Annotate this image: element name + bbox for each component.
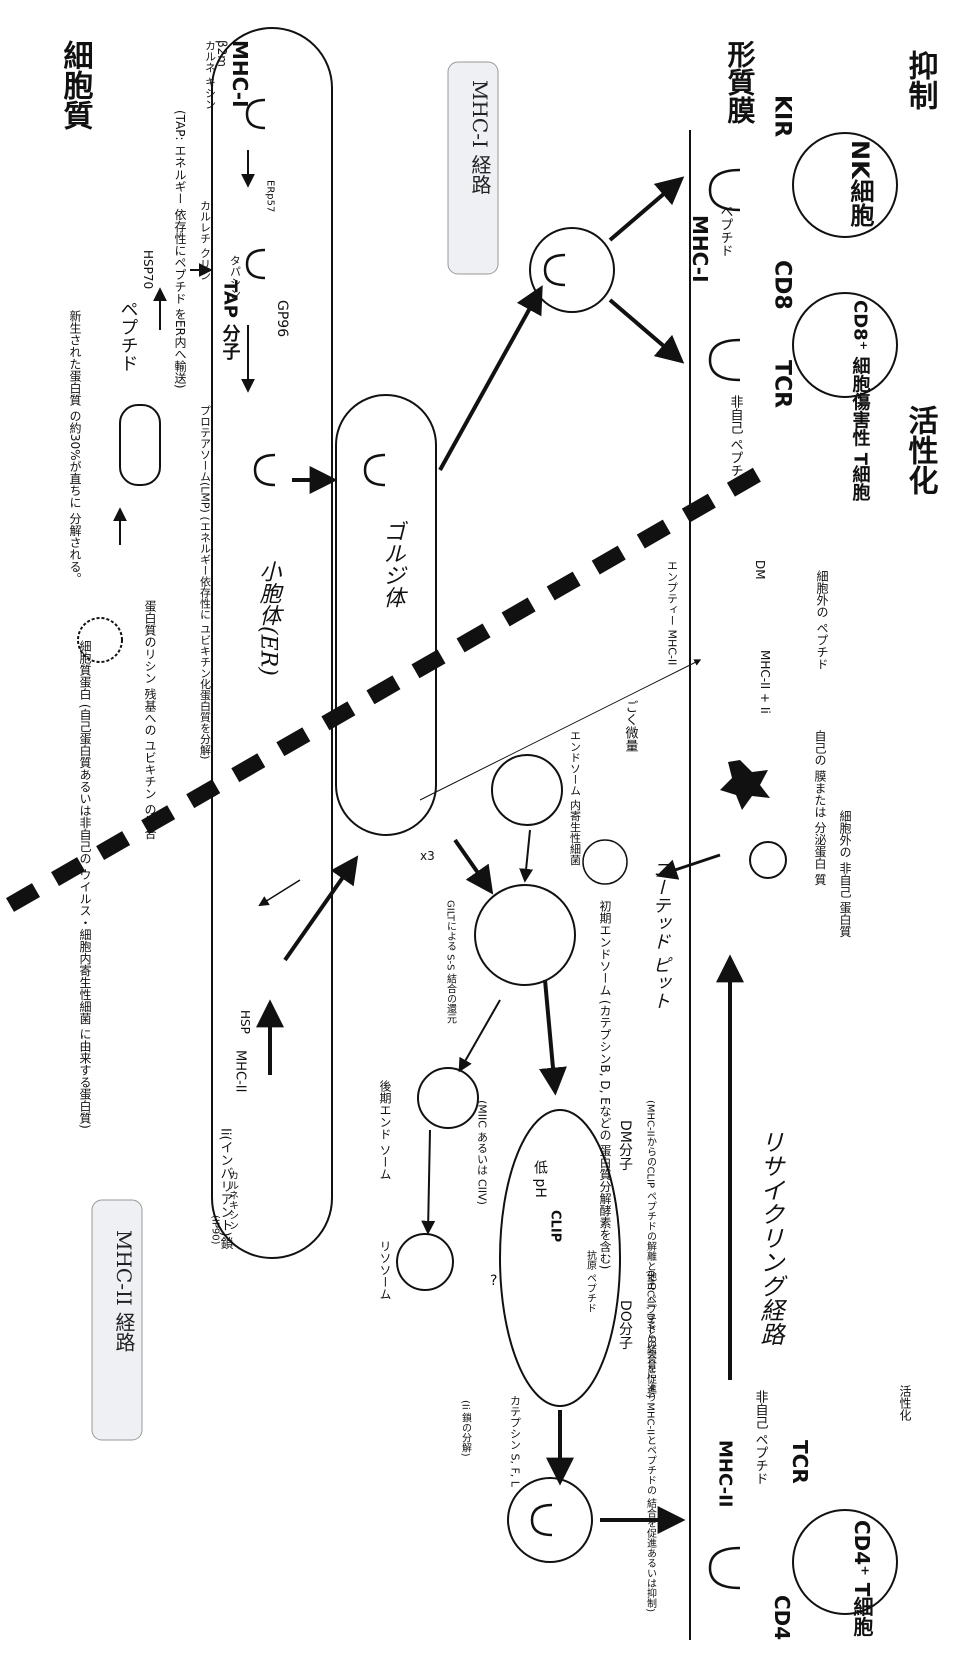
endosome-bac-label: エンドソーム 内寄生性細菌 xyxy=(569,730,582,866)
nk-cell xyxy=(793,133,897,237)
mhc2-er-label: MHC-II xyxy=(233,1050,248,1092)
extra-peptide-label: 細胞外の ペプチド xyxy=(815,570,829,670)
lysosome-label: リソソーム xyxy=(378,1240,392,1300)
extra-nonself-label: 細胞外の 非自己 蛋白質 xyxy=(838,810,852,939)
tap-note: (TAP: エネルギー 依存性にペプチド をER内へ輸送) xyxy=(173,110,187,389)
clip-label: CLIP xyxy=(548,1210,563,1242)
transport-vesicle-mhc2 xyxy=(508,1478,592,1562)
mhc1-er-label: MHC-I xyxy=(228,40,252,108)
cd4-tcell xyxy=(793,1510,897,1614)
hsp70-label: HSP70 xyxy=(141,250,155,289)
late-endosome xyxy=(418,1068,478,1128)
cyto-protein-label: 細胞質蛋白 (自己蛋白質あるいは非自己の ウイルス・細胞内寄生性細菌 に由来する… xyxy=(78,640,92,1129)
trace-label: ごく微量 xyxy=(623,700,639,752)
ubiquitin-label: 蛋白質のリシン 残基への ユビキチン の結合 xyxy=(143,600,157,840)
cd4-label: CD4 xyxy=(770,1595,794,1640)
ip90-label: (IP90) xyxy=(210,1215,221,1245)
early-endosome-label: 初期エンドソーム (カテプシンB, D, Eなどの 蛋白質分解酵素を含む) xyxy=(598,900,612,1270)
calnexin2-label: カルネキシン xyxy=(227,1170,239,1230)
antigen-peptide-label: 抗原 ペプチド xyxy=(585,1249,597,1313)
mhc2-ii-label: MHC-II + Ii xyxy=(758,650,772,714)
proteasome-label: プロテアソーム(LMP) (エネルギー依存性に ユビキチン化蛋白質を分解) xyxy=(199,405,212,760)
golgi-label: ゴルジ体 xyxy=(380,520,405,608)
extracellular-protein-icon xyxy=(750,842,786,878)
flow-arrows xyxy=(270,180,730,1520)
mhc-glyphs xyxy=(247,100,740,1588)
low-ph-label: 低 pH xyxy=(532,1160,548,1198)
nk-cell-label: NK細胞 xyxy=(846,140,874,228)
endosome-bacteria xyxy=(492,755,562,825)
lysosome xyxy=(397,1234,453,1290)
endocytic-vesicle xyxy=(583,840,627,884)
golgi-compartment xyxy=(336,395,436,835)
transport-vesicle-mhc1 xyxy=(530,228,614,312)
cd8-tcell-label: CD8⁺ 細胞傷害性 T細胞 xyxy=(850,300,872,502)
peptide-cyto-label: ペプチド xyxy=(118,300,139,372)
newly-made-label: 新生された蛋白質 の約30%が直ちに 分解される。 xyxy=(68,309,82,585)
peptide-label-top: ペプチド xyxy=(718,205,734,257)
mhc1-label: MHC-I xyxy=(688,215,712,283)
nonself-peptide-label-top: 非自己 ペプチド xyxy=(728,395,744,490)
mhc2-pathway-label: MHC-II 経路 xyxy=(112,1230,136,1352)
gp96-label: GP96 xyxy=(274,300,290,337)
x3-label: x3 xyxy=(420,849,435,863)
late-endosome-label: 後期エンド ソーム xyxy=(378,1080,392,1180)
cd4-tcell-label: CD4⁺ T細胞 xyxy=(850,1520,874,1637)
gilt-label: GILTによる S-S 結合の還元 xyxy=(445,900,457,1024)
hsp-label: HSP xyxy=(238,1010,252,1034)
cd8-tcell xyxy=(793,293,897,397)
self-protein-icon xyxy=(720,760,770,810)
do-mol-label: DO分子 xyxy=(617,1300,633,1350)
calreticulin-label: カルレチ クリン xyxy=(199,200,212,281)
proteasome-icon xyxy=(120,405,160,485)
ii-deg-label: (Ii 鎖の分解) xyxy=(460,1400,472,1457)
mhc2-label-bottom: MHC-II xyxy=(715,1440,736,1507)
dm-mol-label: DM分子 xyxy=(617,1120,633,1171)
activate-label: 活性化 xyxy=(903,405,939,495)
kir-label: KIR xyxy=(770,95,795,137)
cd8-label: CD8 xyxy=(770,260,795,310)
self-protein-label: 自己の 膜または 分泌蛋白 質 xyxy=(813,730,827,886)
empty-mhc2-label: エンプティー MHC-II xyxy=(666,560,679,665)
nonself-peptide-label-bottom: 非自己 ペプチド xyxy=(753,1390,769,1485)
activate-small-label: 活性化 xyxy=(898,1385,912,1422)
calnexin-label: カルネ キシン xyxy=(204,40,217,110)
tcr-label-bottom: TCR xyxy=(788,1440,812,1484)
b2m-label: β2m xyxy=(215,40,229,67)
do-note: (MHC-II, DMとの会合に よりMHC-IIとペプチドの 結合を促進あるい… xyxy=(645,1270,657,1612)
dm-label: DM xyxy=(753,560,767,580)
diagram-text: 抑制 活性化 活性化 形質膜 細胞質 NK細胞 KIR CD8⁺ 細胞傷害性 T… xyxy=(58,40,939,1641)
inhibit-label: 抑制 xyxy=(903,50,939,110)
er-label: 小胞体(ER) xyxy=(256,560,282,676)
early-endosome xyxy=(475,885,575,985)
erp57-label: ERp57 xyxy=(265,180,276,212)
tapasin-label: タパシン xyxy=(229,255,242,299)
coated-pit-label: コーテッド ピット xyxy=(650,860,671,1010)
question-label: ? xyxy=(490,1273,497,1289)
tcr-label: TCR xyxy=(770,360,795,408)
miic-label: (MIIC あるいは CIIV) xyxy=(476,1100,489,1205)
cytoplasm-label: 細胞質 xyxy=(58,40,94,131)
mhc1-pathway-label: MHC-I 経路 xyxy=(468,80,492,194)
recycle-pathway-label: リサイクリング経路 xyxy=(756,1130,784,1346)
plasma-membrane-label: 形質膜 xyxy=(724,40,757,125)
cathepsin-label: カテプシン S, F, L xyxy=(509,1395,522,1488)
